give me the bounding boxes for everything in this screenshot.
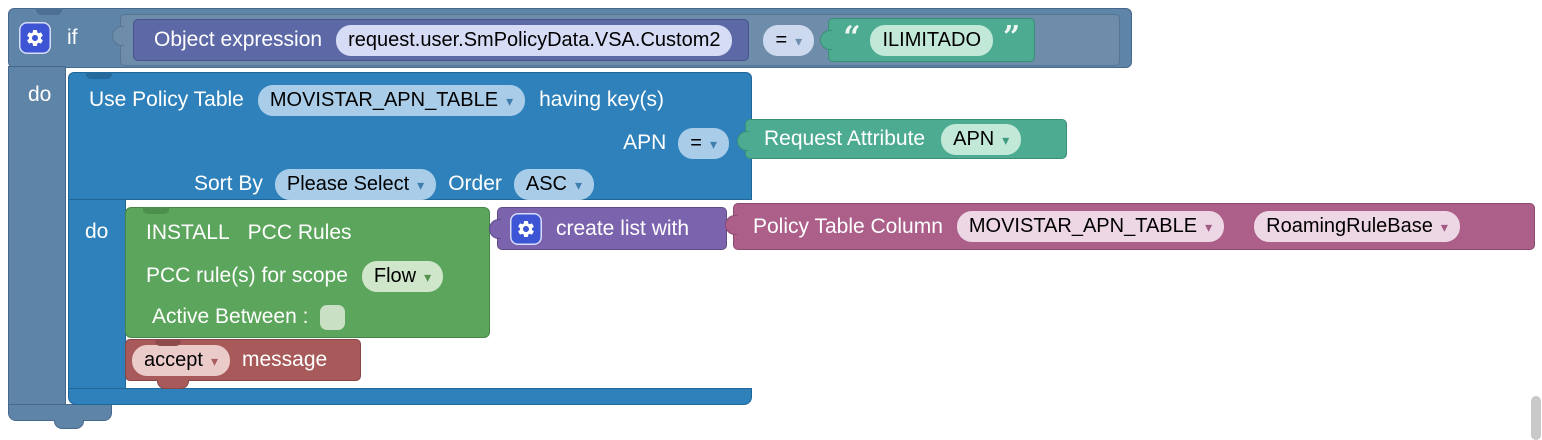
if-block-bottom xyxy=(8,404,112,421)
sort-by-label: Sort By xyxy=(194,172,263,195)
key-row: APN = xyxy=(69,121,751,165)
dropdown-arrow-icon xyxy=(795,34,802,48)
column-table-dropdown[interactable]: MOVISTAR_APN_TABLE xyxy=(956,211,1225,242)
dropdown-arrow-icon xyxy=(211,354,218,368)
dropdown-arrow-icon xyxy=(1441,220,1448,234)
scope-value: Flow xyxy=(373,264,417,287)
install-pcc-rules-block[interactable]: INSTALL PCC Rules PCC rule(s) for scope … xyxy=(125,207,490,338)
close-quote-icon: ” xyxy=(1003,19,1021,55)
active-between-input[interactable] xyxy=(320,304,346,330)
accept-action-value: accept xyxy=(144,348,203,371)
dropdown-arrow-icon xyxy=(1205,220,1212,234)
sort-by-dropdown[interactable]: Please Select xyxy=(274,168,437,200)
create-list-with-label: create list with xyxy=(556,216,690,240)
accept-next-connection-bump xyxy=(157,380,189,389)
open-quote-icon: “ xyxy=(843,19,861,55)
object-expression-block[interactable]: Object expression request.user.SmPolicyD… xyxy=(133,19,750,61)
dropdown-arrow-icon xyxy=(1002,133,1009,147)
if-next-connection-bump xyxy=(54,420,84,429)
dropdown-arrow-icon xyxy=(417,178,424,192)
active-between-row: Active Between : xyxy=(126,298,489,336)
dropdown-arrow-icon xyxy=(710,137,717,151)
key-name-label: APN xyxy=(623,131,667,154)
column-name-dropdown[interactable]: RoamingRuleBase xyxy=(1254,211,1460,242)
key-operator-value: = xyxy=(690,131,702,154)
install-row: INSTALL PCC Rules xyxy=(126,212,489,254)
policy-table-column-label: Policy Table Column xyxy=(753,214,943,238)
column-table-value: MOVISTAR_APN_TABLE xyxy=(968,215,1198,237)
scope-row: PCC rule(s) for scope Flow xyxy=(126,254,489,298)
use-policy-table-label: Use Policy Table xyxy=(89,88,244,111)
if-label: if xyxy=(67,26,78,49)
use-policy-table-block[interactable]: Use Policy Table MOVISTAR_APN_TABLE havi… xyxy=(68,72,752,200)
accept-message-block[interactable]: accept message xyxy=(125,339,361,381)
vertical-scrollbar-thumb[interactable] xyxy=(1531,396,1541,440)
dropdown-arrow-icon xyxy=(424,270,431,284)
order-label: Order xyxy=(448,172,502,195)
dropdown-arrow-icon xyxy=(506,94,513,108)
request-attribute-block[interactable]: Request Attribute APN xyxy=(737,119,1067,159)
request-attribute-label: Request Attribute xyxy=(764,127,926,150)
accept-top-notch xyxy=(155,339,181,346)
string-literal-block[interactable]: “ ILIMITADO ” xyxy=(820,18,1036,62)
policy-table-header-row: Use Policy Table MOVISTAR_APN_TABLE havi… xyxy=(69,79,751,121)
object-expression-input[interactable]: request.user.SmPolicyData.VSA.Custom2 xyxy=(336,24,733,56)
request-attribute-dropdown[interactable]: APN xyxy=(941,123,1022,155)
string-value-input[interactable]: ILIMITADO xyxy=(870,24,993,56)
if-top-notch xyxy=(36,8,62,15)
if-do-spine[interactable]: do xyxy=(8,66,66,407)
install-label: INSTALL xyxy=(146,221,230,244)
mutator-gear-icon[interactable] xyxy=(19,22,51,54)
if-do-label: do xyxy=(28,83,52,106)
accept-action-dropdown[interactable]: accept xyxy=(132,344,230,376)
install-pcc-top-notch xyxy=(143,207,169,214)
mutator-gear-icon[interactable] xyxy=(510,212,542,245)
compare-block[interactable]: Object expression request.user.SmPolicyD… xyxy=(112,14,1120,66)
policy-table-do-spine[interactable]: do xyxy=(68,200,126,390)
create-list-with-block[interactable]: create list with xyxy=(489,207,727,250)
compare-operator-value: = xyxy=(775,28,788,51)
policy-table-value: MOVISTAR_APN_TABLE xyxy=(269,88,499,111)
dropdown-arrow-icon xyxy=(575,178,582,192)
policy-table-do-label: do xyxy=(85,220,109,243)
policy-table-top-notch xyxy=(86,72,112,79)
policy-table-column-block[interactable]: Policy Table Column MOVISTAR_APN_TABLE R… xyxy=(725,203,1535,250)
key-operator-dropdown[interactable]: = xyxy=(678,127,729,159)
order-dropdown[interactable]: ASC xyxy=(513,168,595,200)
object-expression-label: Object expression xyxy=(154,28,323,51)
policy-table-bottom xyxy=(68,388,752,405)
having-keys-label: having key(s) xyxy=(539,88,664,111)
pcc-rules-label: PCC Rules xyxy=(247,221,352,244)
order-value: ASC xyxy=(525,172,567,195)
active-between-label: Active Between : xyxy=(152,305,309,328)
request-attribute-value: APN xyxy=(953,127,995,150)
sort-row: Sort By Please Select Order ASC xyxy=(69,165,751,203)
policy-table-dropdown[interactable]: MOVISTAR_APN_TABLE xyxy=(257,84,526,116)
sort-by-value: Please Select xyxy=(286,172,410,195)
compare-operator-dropdown[interactable]: = xyxy=(763,24,815,56)
scope-dropdown[interactable]: Flow xyxy=(361,260,444,292)
scope-label: PCC rule(s) for scope xyxy=(146,264,348,287)
message-label: message xyxy=(241,348,328,371)
column-name-value: RoamingRuleBase xyxy=(1266,215,1433,237)
